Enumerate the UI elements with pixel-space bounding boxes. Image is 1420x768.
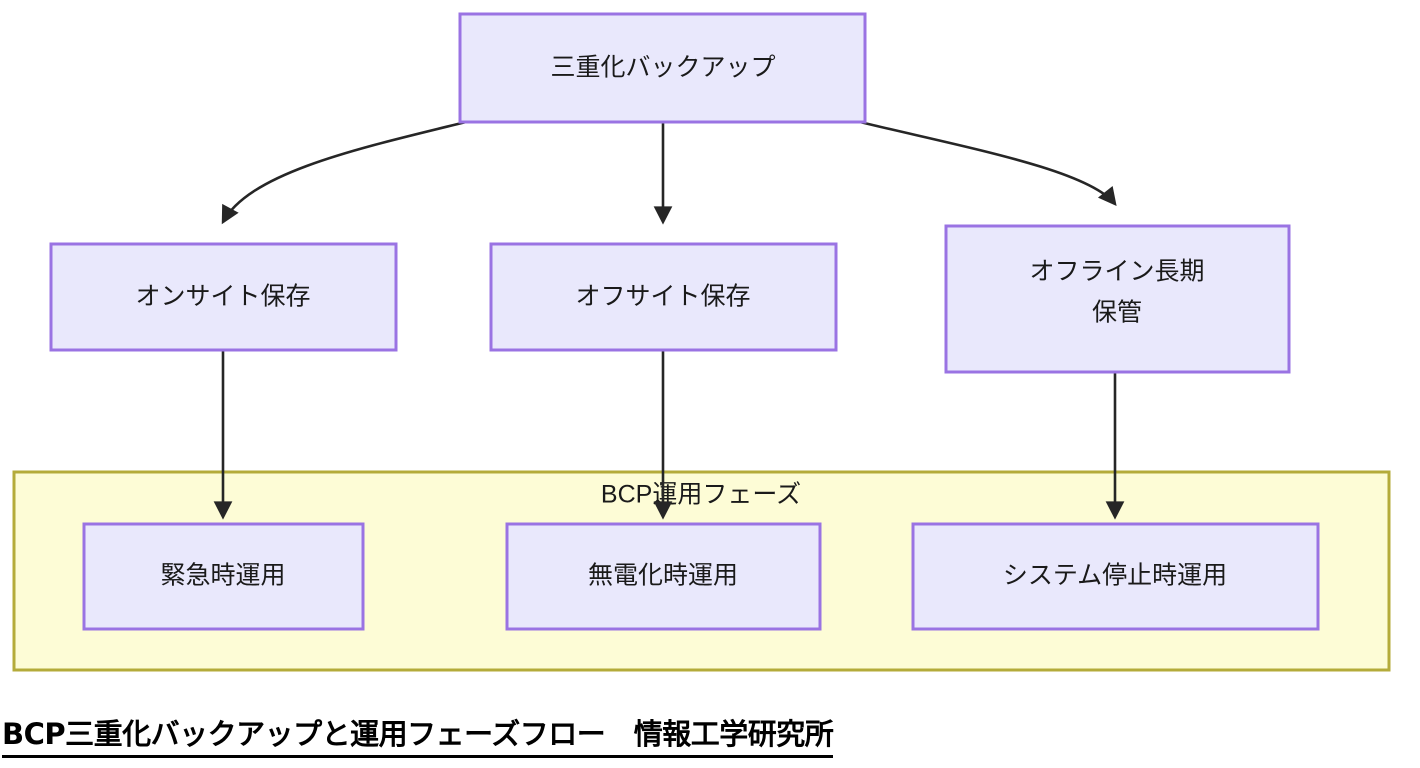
node-offline-longterm-label-line1: オフライン長期	[1029, 258, 1204, 286]
node-root-label: 三重化バックアップ	[550, 54, 775, 82]
diagram-caption: BCP三重化バックアップと運用フェーズフロー 情報工学研究所	[2, 716, 834, 758]
node-systemhalt-operation[interactable]: システム停止時運用	[911, 522, 1320, 631]
node-systemhalt-operation-rect[interactable]	[911, 522, 1320, 631]
node-offsite-rect[interactable]	[489, 242, 838, 352]
node-emergency-operation[interactable]: 緊急時運用	[82, 522, 365, 631]
node-root[interactable]: 三重化バックアップ	[458, 12, 867, 124]
group-bcp-phase-label: BCP運用フェーズ	[601, 481, 801, 509]
node-offline-longterm[interactable]: オフライン長期 保管	[944, 224, 1291, 374]
edge-root-to-onsite	[221, 120, 467, 225]
edge-root-to-offline	[859, 120, 1117, 207]
node-onsite[interactable]: オンサイト保存	[49, 242, 398, 352]
node-offline-longterm-rect[interactable]	[944, 224, 1291, 374]
node-root-rect[interactable]	[458, 12, 867, 124]
node-onsite-label: オンサイト保存	[135, 283, 310, 311]
node-nopower-operation-rect[interactable]	[505, 522, 822, 631]
node-nopower-operation-label: 無電化時運用	[588, 562, 738, 590]
caption-area: BCP三重化バックアップと運用フェーズフロー 情報工学研究所	[0, 716, 1420, 768]
node-emergency-operation-rect[interactable]	[82, 522, 365, 631]
node-nopower-operation[interactable]: 無電化時運用	[505, 522, 822, 631]
node-offsite[interactable]: オフサイト保存	[489, 242, 838, 352]
node-offline-longterm-label-line2: 保管	[1092, 299, 1142, 327]
node-systemhalt-operation-label: システム停止時運用	[1003, 562, 1227, 590]
connector-layer	[213, 120, 1125, 520]
node-emergency-operation-label: 緊急時運用	[160, 562, 285, 590]
node-offsite-label: オフサイト保存	[575, 283, 750, 311]
node-onsite-rect[interactable]	[49, 242, 398, 352]
